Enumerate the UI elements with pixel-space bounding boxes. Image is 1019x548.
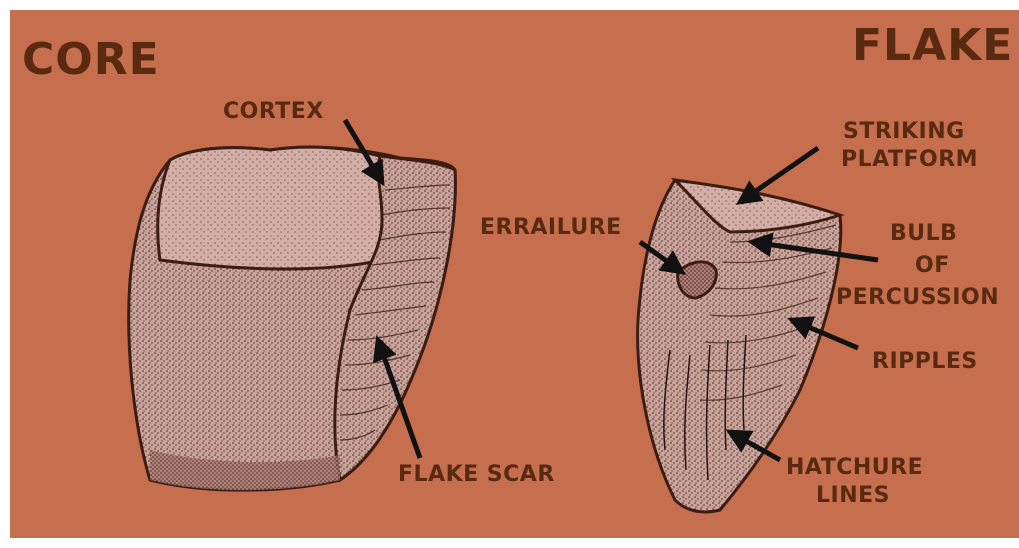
label-hatchure-line2: LINES xyxy=(816,483,890,508)
label-bulb-line3: PERCUSSION xyxy=(836,285,999,310)
label-bulb-line2: OF xyxy=(915,253,950,278)
cortex-surface xyxy=(158,147,389,269)
core-flake-diagram: CORE FLAKE CORTEX FLAKE SCAR STRIKING PL… xyxy=(10,10,1019,538)
core-title: CORE xyxy=(22,34,160,85)
label-ripples: RIPPLES xyxy=(872,349,978,374)
label-errailure: ERRAILURE xyxy=(480,215,622,240)
label-striking-platform-line1: STRIKING xyxy=(843,119,965,144)
arrow-striking-platform xyxy=(740,148,818,202)
flake-title: FLAKE xyxy=(852,20,1013,71)
label-bulb-line1: BULB xyxy=(890,221,957,246)
core-stone xyxy=(129,147,456,490)
label-cortex: CORTEX xyxy=(223,99,324,124)
label-hatchure-line1: HATCHURE xyxy=(786,455,923,480)
diagram-canvas: CORE FLAKE CORTEX FLAKE SCAR STRIKING PL… xyxy=(10,10,1019,538)
label-flake-scar: FLAKE SCAR xyxy=(398,462,555,487)
label-striking-platform-line2: PLATFORM xyxy=(841,147,978,172)
